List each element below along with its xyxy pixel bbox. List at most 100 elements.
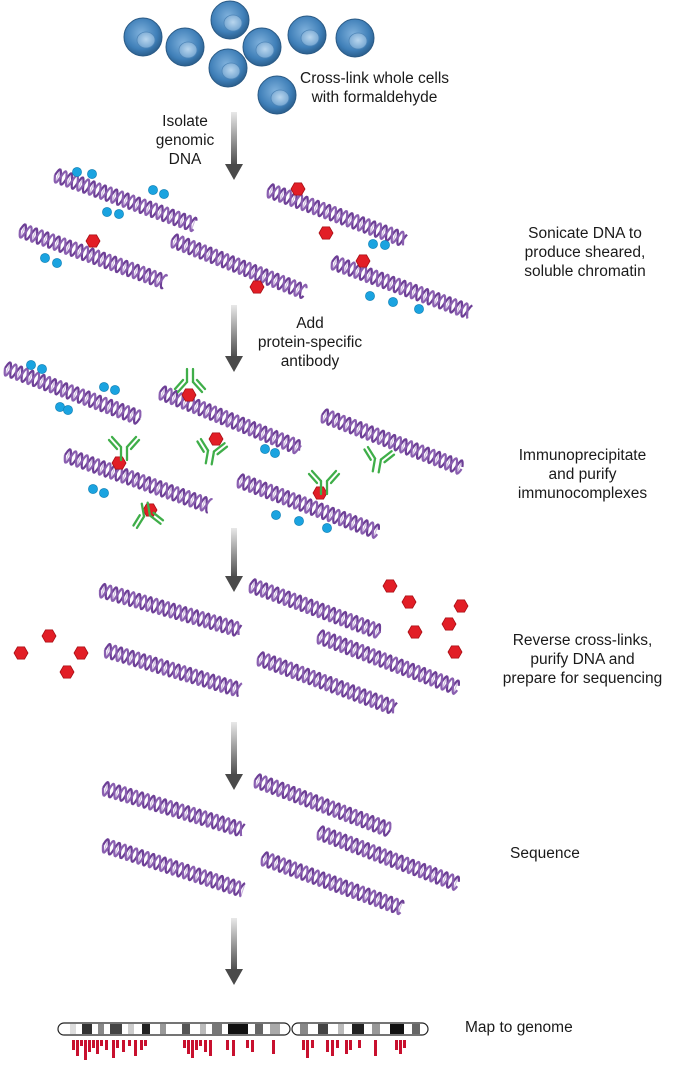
antibody-icon [363,445,396,474]
antibodies-group [107,367,396,530]
protein-hexagon-icon [41,629,57,643]
blue-protein-icon [270,448,280,458]
dna-helix-icon [98,582,243,637]
protein-hexagon-icon [73,646,89,660]
dna-fragments-group [3,168,473,916]
cell-icon [208,48,248,88]
dna-helix-icon [101,838,246,898]
blue-protein-icon [63,405,73,415]
blue-protein-icon [37,364,47,374]
blue-protein-icon [365,291,375,301]
blue-protein-icon [87,169,97,179]
blue-protein-icon [414,304,424,314]
cell-icon [123,17,163,57]
map-to-genome-label: Map to genome [465,1019,573,1036]
antibody-icon [107,435,141,462]
down-arrow-icon [225,112,243,180]
blue-protein-icon [388,297,398,307]
dna-helix-icon [330,255,473,319]
protein-hexagon-icon [249,280,265,294]
dna-helix-icon [316,825,460,892]
dna-helix-icon [18,223,169,290]
blue-protein-icon [148,185,158,195]
protein-hexagon-icon [355,254,371,268]
dna-helix-icon [3,361,142,425]
protein-hexagon-icon [382,579,398,593]
protein-hexagon-icon [181,388,197,402]
antibody-icon [307,469,341,496]
blue-protein-icon [99,382,109,392]
sequence-label: Sequence [510,845,580,862]
dna-helix-icon [170,233,308,299]
blue-protein-icon [40,253,50,263]
protein-hexagon-icon [59,665,75,679]
blue-protein-icon [260,444,270,454]
antibody-icon [173,367,207,394]
blue-protein-icon [102,207,112,217]
sequence-read-peaks [72,1040,406,1060]
cell-icon [210,0,250,40]
cell-icon [335,18,375,58]
protein-hexagon-icon [111,456,127,470]
blue-protein-icon [88,484,98,494]
cell-icon [287,15,327,55]
genome-map-group [57,1022,429,1060]
dna-helix-icon [53,168,198,233]
cell-icon [165,27,205,67]
protein-hexagon-icon [401,595,417,609]
cells-group [123,0,375,115]
dna-helix-icon [266,183,408,247]
blue-protein-icon [322,523,332,533]
dna-helix-icon [103,642,243,698]
blue-protein-icon [72,167,82,177]
protein-hexagon-icon [447,645,463,659]
down-arrow-icon [225,722,243,790]
blue-protein-icon [52,258,62,268]
blue-protein-icon [110,385,120,395]
protein-hexagon-icon [13,646,29,660]
cell-icon [242,27,282,67]
dna-helix-icon [63,448,214,514]
protein-hexagon-icon [208,432,224,446]
protein-hexagon-icon [290,182,306,196]
chromosome-ideogram-icon [57,1022,429,1036]
protein-hexagon-icon [407,625,423,639]
down-arrow-icon [225,305,243,372]
dna-helix-icon [236,473,380,540]
protein-hexagon-icon [453,599,469,613]
dna-helix-icon [253,773,392,837]
blue-protein-icon [159,189,169,199]
proteins-group [13,167,469,679]
protein-hexagon-icon [441,617,457,631]
dna-helix-icon [158,385,302,455]
down-arrow-icon [225,918,243,985]
cell-icon [257,75,297,115]
dna-helix-icon [260,851,405,916]
dna-helix-icon [248,578,382,639]
blue-protein-icon [271,510,281,520]
protein-hexagon-icon [85,234,101,248]
blue-protein-icon [99,488,109,498]
dna-helix-icon [316,629,460,696]
blue-protein-icon [294,516,304,526]
blue-protein-icon [114,209,124,219]
blue-protein-icon [368,239,378,249]
down-arrow-icon [225,528,243,592]
dna-helix-icon [101,780,246,837]
arrows-group [225,112,243,985]
dna-helix-icon [256,651,398,715]
antibody-icon [132,501,165,530]
protein-hexagon-icon [318,226,334,240]
blue-protein-icon [26,360,36,370]
blue-protein-icon [380,240,390,250]
dna-helix-icon [320,408,464,475]
antibody-icon [196,437,229,466]
